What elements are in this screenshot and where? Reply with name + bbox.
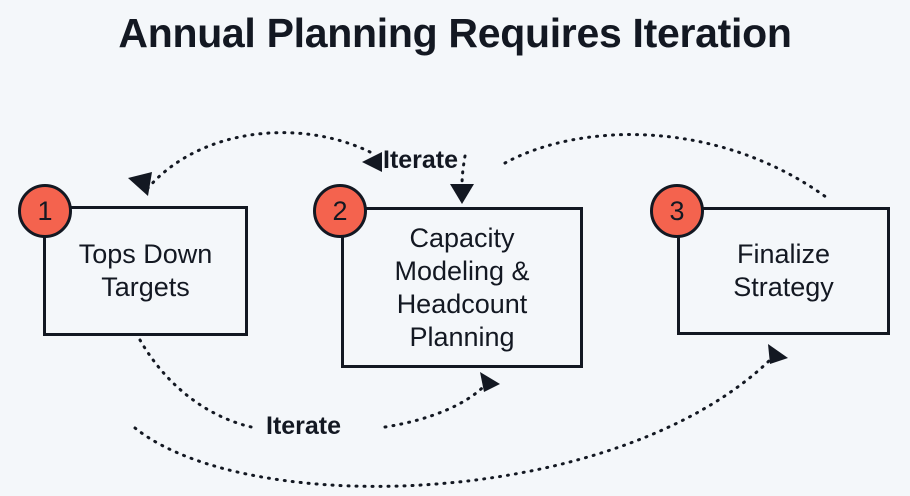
arrowhead-into-node-1 xyxy=(128,172,152,196)
connector-bottom-into-node-2 xyxy=(383,382,488,429)
iterate-label-top: Iterate xyxy=(383,146,459,174)
arrowhead-iterate-top xyxy=(362,152,382,172)
page-title: Annual Planning Requires Iteration xyxy=(118,10,792,56)
connector-bottom-loop-to-node-3 xyxy=(133,356,774,488)
connector-top-from-node-3 xyxy=(503,133,832,202)
step-badge-3: 3 xyxy=(650,184,704,238)
connector-top-into-node-2 xyxy=(460,154,467,188)
arrowhead-into-node-2-top xyxy=(450,184,474,204)
connector-bottom-from-node-1 xyxy=(138,338,258,430)
step-badge-2: 2 xyxy=(313,184,367,238)
node-label-3: Finalize Strategy xyxy=(733,239,834,302)
iterate-label-bottom: Iterate xyxy=(266,412,342,440)
step-badge-1: 1 xyxy=(18,184,72,238)
node-box-tops-down-targets[interactable]: Tops Down Targets xyxy=(43,206,248,336)
arrowhead-into-node-3 xyxy=(768,344,788,364)
node-box-finalize-strategy[interactable]: Finalize Strategy xyxy=(677,207,890,335)
connector-top-loop-back xyxy=(146,131,372,190)
node-box-capacity-modeling[interactable]: Capacity Modeling & Headcount Planning xyxy=(341,207,583,368)
node-label-1: Tops Down Targets xyxy=(78,239,213,302)
arrowhead-into-node-2-bottom xyxy=(480,372,500,392)
node-label-2: Capacity Modeling & Headcount Planning xyxy=(394,222,530,352)
